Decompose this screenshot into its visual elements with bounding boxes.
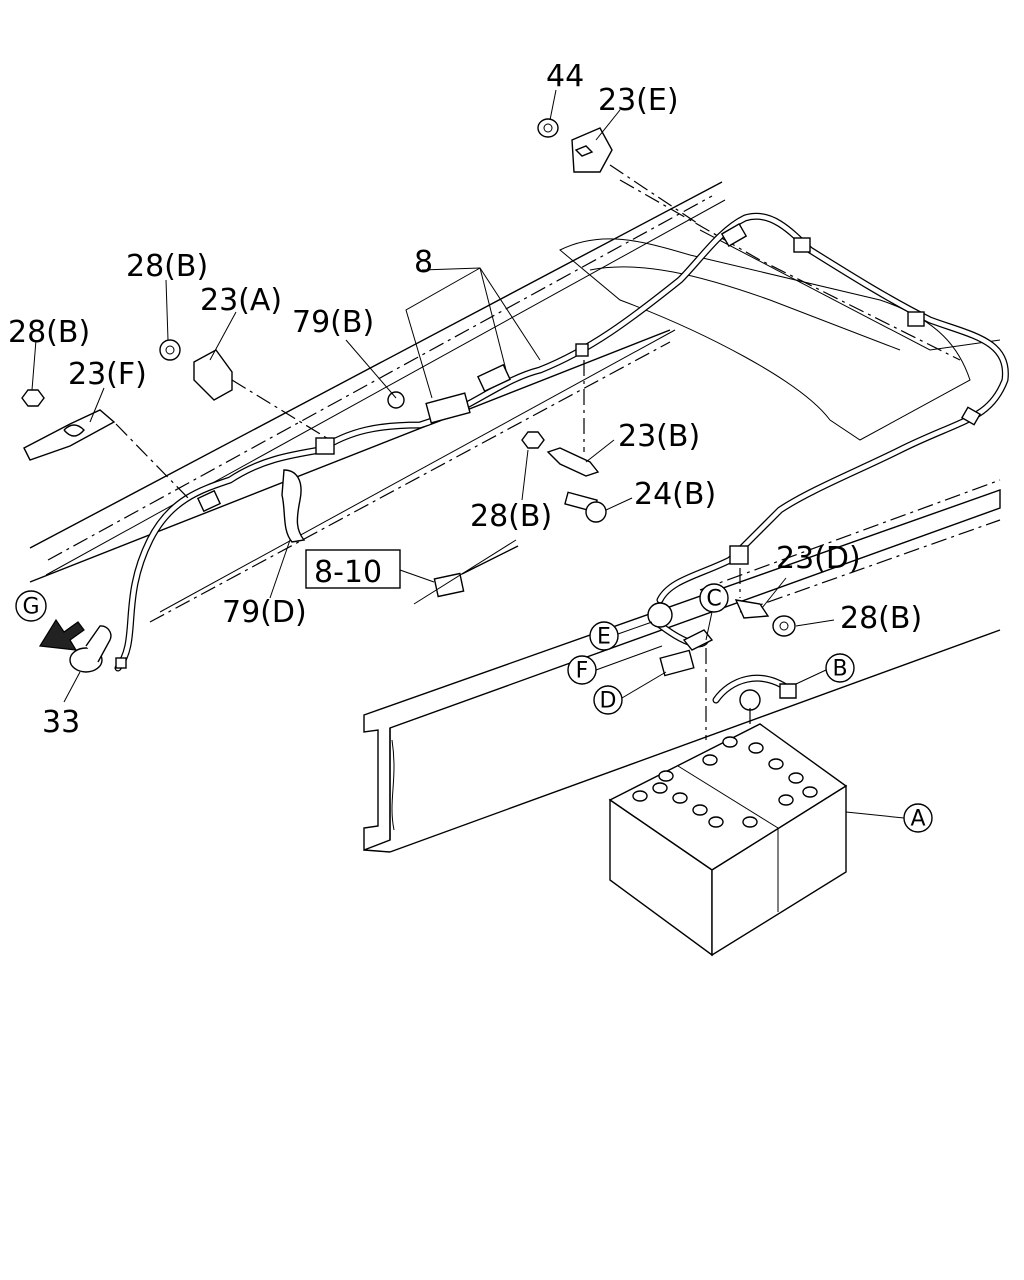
battery	[608, 723, 848, 957]
circle-c: C	[699, 583, 729, 613]
bracket-23d	[734, 568, 796, 637]
svg-text:E: E	[597, 625, 611, 650]
label-23e: 23(E)	[598, 83, 679, 118]
circle-f: F	[567, 655, 597, 685]
svg-text:B: B	[832, 657, 847, 682]
part-labels: 44 23(E) 8 28(B) 23(A) 79(B) 28(B) 23(F)…	[8, 59, 922, 740]
svg-text:G: G	[22, 595, 39, 620]
connector-8	[387, 363, 511, 424]
circle-e: E	[589, 621, 619, 651]
circle-g: G	[15, 590, 47, 622]
harness-clips	[196, 222, 982, 565]
label-28b-right: 28(B)	[840, 601, 922, 636]
boxed-label-8-10: 8-10	[305, 549, 401, 590]
label-24b: 24(B)	[634, 477, 716, 512]
bracket-23f	[21, 389, 191, 501]
label-23d: 23(D)	[776, 541, 861, 576]
circled-letters: G C E F D B A	[15, 583, 933, 833]
bracket-23a	[159, 339, 331, 441]
label-28b-mid: 28(B)	[470, 499, 552, 534]
bracket-23b	[521, 360, 607, 523]
label-33: 33	[42, 705, 80, 740]
circle-a: A	[903, 803, 933, 833]
label-79b: 79(B)	[292, 305, 374, 340]
label-79d: 79(D)	[222, 595, 307, 630]
label-23b: 23(B)	[618, 419, 700, 454]
svg-text:A: A	[910, 807, 925, 832]
label-8: 8	[414, 245, 433, 280]
circle-b: B	[825, 653, 855, 683]
label-23a: 23(A)	[200, 283, 282, 318]
label-8-10: 8-10	[314, 555, 382, 590]
svg-text:C: C	[706, 587, 721, 612]
connector-8-10	[433, 545, 519, 598]
terminal-33	[69, 625, 127, 673]
chassis-frame	[29, 179, 1001, 853]
bracket-23e	[537, 118, 701, 226]
svg-text:F: F	[576, 659, 589, 684]
arrow-g	[38, 618, 85, 651]
circle-d: D	[593, 685, 623, 715]
leader-lines	[31, 89, 905, 819]
label-23f: 23(F)	[68, 357, 147, 392]
label-28b-top: 28(B)	[126, 249, 208, 284]
svg-text:D: D	[600, 689, 617, 714]
clamp-79d	[281, 469, 306, 543]
battery-caps	[632, 736, 818, 828]
label-44: 44	[546, 59, 584, 94]
label-28b-left: 28(B)	[8, 315, 90, 350]
battery-terminals	[647, 602, 797, 816]
